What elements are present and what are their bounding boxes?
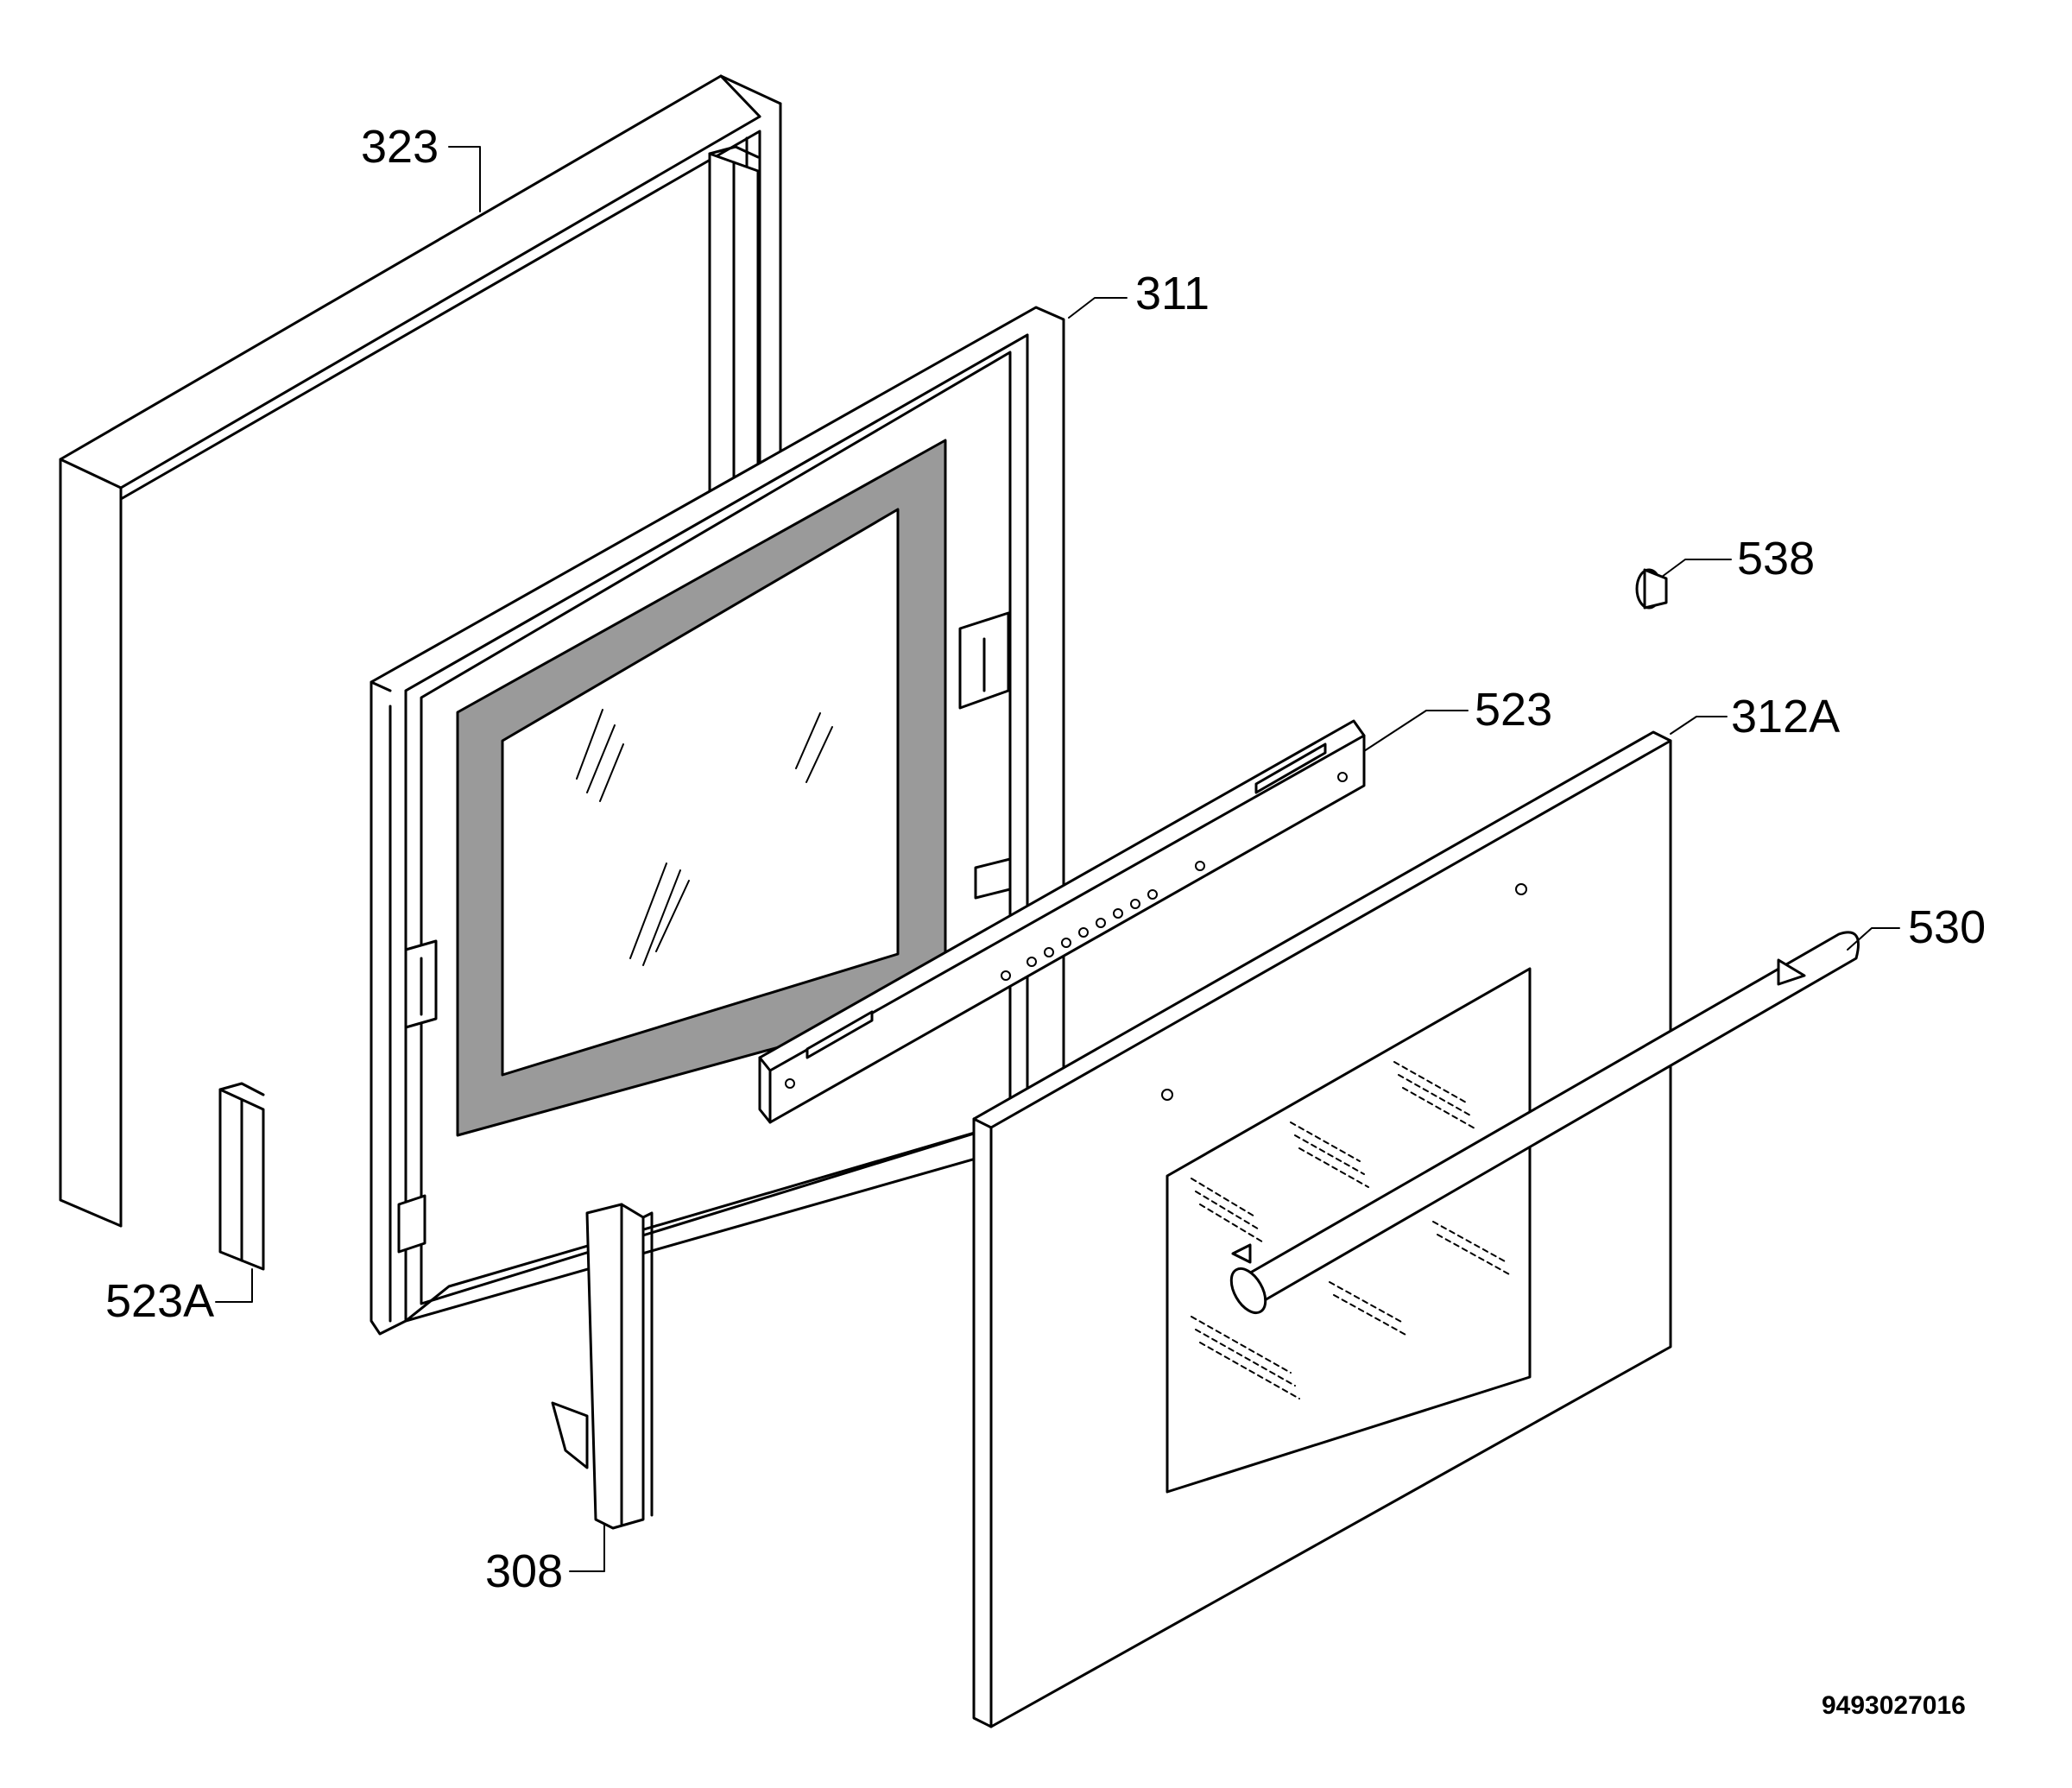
label-323: 323 bbox=[361, 121, 439, 173]
dashed-pattern bbox=[1191, 1061, 1512, 1399]
hinge-part-523a bbox=[218, 1082, 265, 1271]
label-538: 538 bbox=[1737, 533, 1815, 584]
hinge-part-308 bbox=[551, 1203, 654, 1530]
rail-strip-part-523 bbox=[758, 719, 1366, 1124]
label-530: 530 bbox=[1908, 901, 1986, 953]
leader-lines bbox=[215, 146, 1900, 1572]
drawing-number: 9493027016 bbox=[1822, 1691, 1966, 1720]
inner-door-part-311 bbox=[370, 306, 1065, 1336]
part-labels: 323 311 538 523 312A 530 523A 308 949302… bbox=[105, 121, 1986, 1720]
label-312a: 312A bbox=[1731, 691, 1840, 742]
label-523: 523 bbox=[1475, 684, 1552, 736]
cap-part-538 bbox=[1635, 568, 1668, 610]
label-523a: 523A bbox=[105, 1275, 214, 1327]
label-308: 308 bbox=[485, 1545, 563, 1597]
label-311: 311 bbox=[1135, 268, 1210, 319]
front-glass-part-312a bbox=[972, 730, 1672, 1728]
handle-part-530 bbox=[1229, 931, 1860, 1315]
